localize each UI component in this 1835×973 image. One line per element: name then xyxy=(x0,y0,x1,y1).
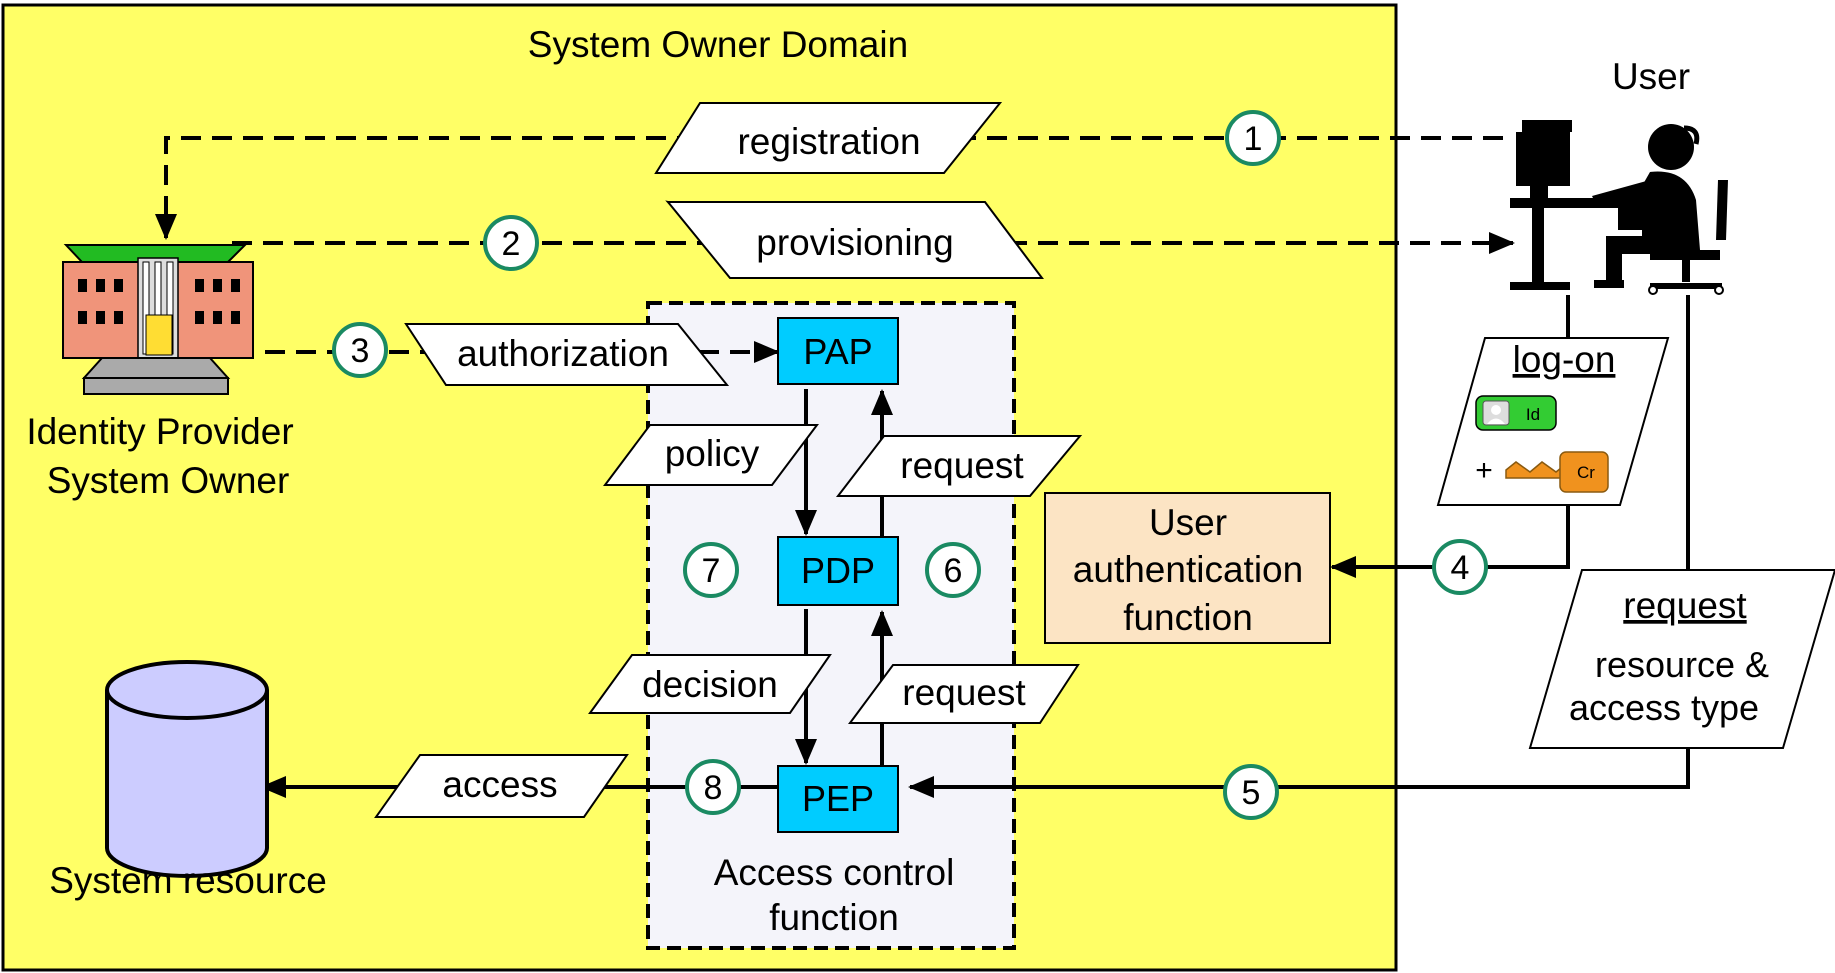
user-request-card: request resource & access type xyxy=(1528,569,1835,749)
user-request-line1: resource & xyxy=(1595,644,1769,685)
pdp-label: PDP xyxy=(801,550,875,591)
user-request-title: request xyxy=(1623,585,1747,626)
user-label: User xyxy=(1612,56,1690,97)
svg-text:8: 8 xyxy=(704,769,723,807)
svg-text:3: 3 xyxy=(351,332,370,370)
pap-box xyxy=(777,317,899,385)
step-8: 8 xyxy=(685,759,741,815)
key-icon: Cr xyxy=(1505,451,1609,493)
logon-to-auth-line xyxy=(1330,495,1570,578)
msg-request-pdp: request xyxy=(848,664,1080,724)
logon-title: log-on xyxy=(1513,339,1616,380)
msg-decision: decision xyxy=(588,654,832,714)
database-icon xyxy=(105,660,269,878)
pep-box xyxy=(777,765,899,833)
msg-request-pap: request xyxy=(835,435,1083,497)
resource-label: System resource xyxy=(49,860,327,901)
step-7: 7 xyxy=(683,542,739,598)
logon-card: log-on Id + Cr xyxy=(1436,337,1670,506)
svg-text:Id: Id xyxy=(1526,405,1540,424)
svg-text:request: request xyxy=(902,672,1026,713)
svg-text:1: 1 xyxy=(1244,120,1263,158)
svg-text:7: 7 xyxy=(702,552,721,590)
auth-label-line1: User xyxy=(1149,502,1227,543)
building-icon xyxy=(62,244,254,395)
registration-line xyxy=(155,136,1503,240)
svg-text:access: access xyxy=(442,764,557,805)
svg-text:4: 4 xyxy=(1451,549,1470,587)
access-control-function-box xyxy=(646,301,1016,950)
svg-text:6: 6 xyxy=(944,552,963,590)
logon-plus: + xyxy=(1475,454,1493,487)
svg-text:5: 5 xyxy=(1242,774,1261,812)
domain-title: System Owner Domain xyxy=(528,24,908,65)
svg-text:Cr: Cr xyxy=(1577,463,1595,482)
msg-provisioning: provisioning xyxy=(665,200,1044,279)
msg-policy: policy xyxy=(603,424,819,486)
auth-label-line3: function xyxy=(1123,597,1253,638)
step-4: 4 xyxy=(1432,539,1488,595)
user-auth-function-box xyxy=(1044,492,1331,644)
step-5: 5 xyxy=(1223,764,1279,820)
pap-label: PAP xyxy=(803,331,872,372)
acf-label-line1: Access control xyxy=(714,852,955,893)
user-request-line2: access type xyxy=(1569,687,1759,728)
svg-text:authorization: authorization xyxy=(457,333,669,374)
msg-authorization: authorization xyxy=(404,323,730,386)
step-6: 6 xyxy=(925,542,981,598)
svg-text:policy: policy xyxy=(665,433,760,474)
pep-label: PEP xyxy=(802,778,874,819)
pdp-box xyxy=(777,536,899,606)
idp-label-line1: Identity Provider xyxy=(26,411,293,452)
step-1: 1 xyxy=(1225,110,1281,166)
id-badge-icon: Id xyxy=(1475,395,1557,431)
step-3: 3 xyxy=(332,322,388,378)
user-request-line xyxy=(908,295,1690,798)
svg-text:2: 2 xyxy=(502,225,521,263)
svg-text:decision: decision xyxy=(642,664,778,705)
msg-access: access xyxy=(374,754,629,818)
acf-label-line2: function xyxy=(769,897,899,938)
user-computer-icon xyxy=(1510,120,1728,295)
svg-text:registration: registration xyxy=(737,121,920,162)
svg-text:request: request xyxy=(900,445,1024,486)
step-2: 2 xyxy=(483,215,539,271)
idp-label-line2: System Owner xyxy=(47,460,290,501)
msg-registration: registration xyxy=(654,102,1003,174)
svg-text:provisioning: provisioning xyxy=(756,222,953,263)
auth-label-line2: authentication xyxy=(1073,549,1303,590)
